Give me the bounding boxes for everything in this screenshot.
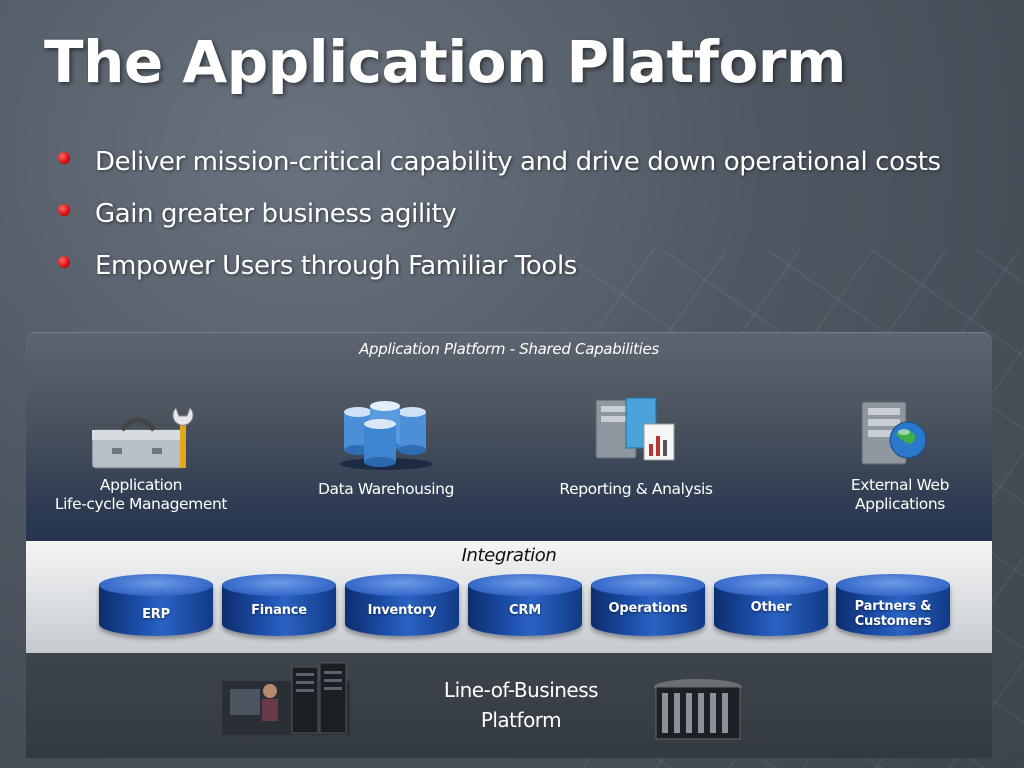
bullet-dot-icon	[58, 204, 70, 216]
slide-title: The Application Platform	[44, 28, 846, 96]
bullet-list: Deliver mission-critical capability and …	[58, 136, 1008, 292]
system-inventory: Inventory	[345, 574, 459, 638]
server-globe-icon	[860, 398, 930, 468]
system-erp: ERP	[99, 574, 213, 638]
capability-data-warehousing: Data Warehousing	[317, 480, 455, 498]
server-rack-icon	[652, 679, 744, 743]
bullet-item: Deliver mission-critical capability and …	[58, 136, 1008, 188]
capability-reporting-analysis: Reporting & Analysis	[559, 480, 713, 498]
database-stack-icon	[336, 398, 436, 470]
operator-servers-photo	[222, 661, 350, 735]
integration-title: Integration	[461, 545, 557, 566]
bullet-item: Gain greater business agility	[58, 188, 1008, 240]
integration-band: Integration ERP Finance Inventory CRM Op…	[26, 541, 992, 653]
bullet-text: Gain greater business agility	[95, 199, 457, 229]
toolbox-icon	[91, 402, 202, 472]
system-partners-customers: Partners & Customers	[836, 574, 950, 638]
bullet-dot-icon	[58, 256, 70, 268]
system-other: Other	[714, 574, 828, 638]
system-operations: Operations	[591, 574, 705, 638]
bullet-text: Deliver mission-critical capability and …	[95, 147, 941, 177]
capability-external-web: External Web Applications	[850, 476, 950, 513]
shared-capabilities-caption: Application Platform - Shared Capabiliti…	[359, 340, 659, 358]
bullet-dot-icon	[58, 152, 70, 164]
lob-platform-band: Line-of-Business Platform	[26, 653, 992, 758]
capability-lifecycle: Application Life-cycle Management	[54, 476, 228, 513]
system-crm: CRM	[468, 574, 582, 638]
bullet-item: Empower Users through Familiar Tools	[58, 240, 1008, 292]
bullet-text: Empower Users through Familiar Tools	[95, 251, 577, 281]
shared-capabilities-panel: Application Platform - Shared Capabiliti…	[26, 332, 992, 554]
lob-platform-label: Line-of-Business Platform	[443, 678, 599, 732]
system-finance: Finance	[222, 574, 336, 638]
server-report-icon	[594, 394, 678, 466]
